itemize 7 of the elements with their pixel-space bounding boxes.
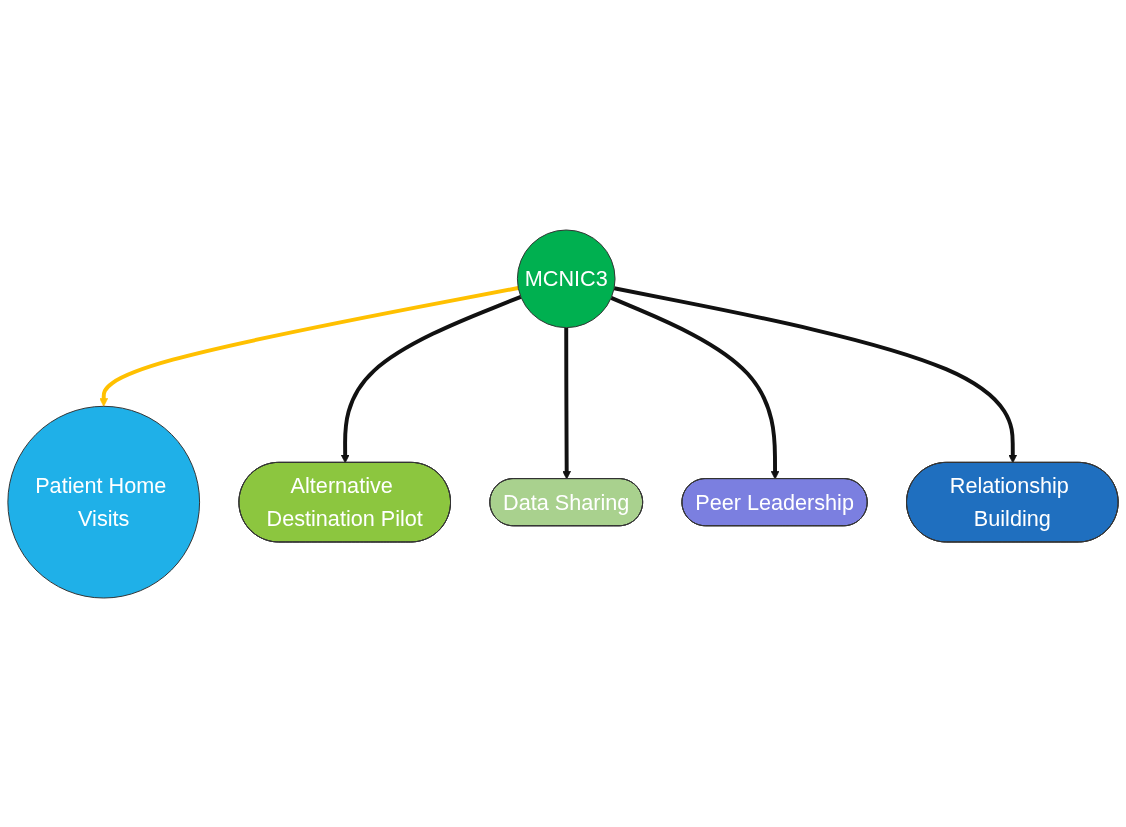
- arrow: [562, 327, 571, 479]
- arrow: [99, 285, 519, 407]
- arrow: [613, 285, 1018, 463]
- arrow: [610, 295, 780, 479]
- node-circle: MCNIC3: [516, 229, 616, 328]
- arrow: [340, 294, 522, 463]
- node-circle: Patient Home Visits: [7, 405, 201, 598]
